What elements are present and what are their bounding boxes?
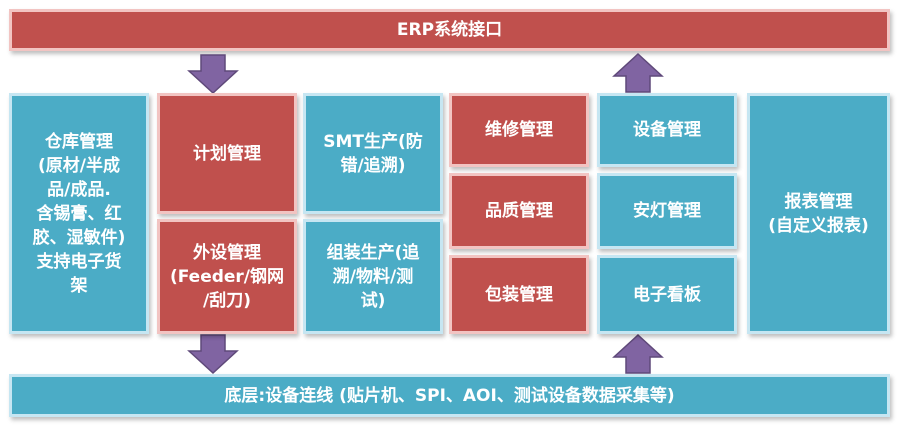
- device-connection-label: 底层:设备连线 (贴片机、SPI、AOI、测试设备数据采集等): [224, 385, 675, 406]
- packaging-management-label: 包装管理: [485, 284, 553, 305]
- maintenance-management-box: 维修管理: [449, 93, 589, 167]
- arrow-up-from-devices: [612, 333, 664, 374]
- planning-management-box: 计划管理: [157, 93, 297, 214]
- planning-management-label: 计划管理: [193, 143, 261, 164]
- quality-management-box: 品质管理: [449, 173, 589, 249]
- smt-production-box: SMT生产(防 错/追溯): [303, 93, 443, 214]
- erp-interface-label: ERP系统接口: [396, 20, 503, 40]
- andon-management-box: 安灯管理: [597, 173, 737, 249]
- report-management-label: 报表管理 (自定义报表): [768, 191, 869, 236]
- assembly-production-label: 组装生产(追 溯/物料/测 试): [326, 242, 420, 311]
- smt-production-label: SMT生产(防 错/追溯): [323, 131, 423, 176]
- arrow-down-from-erp: [187, 54, 239, 95]
- erp-interface-bar: ERP系统接口: [9, 9, 890, 51]
- warehouse-management-label: 仓库管理 (原材/半成 品/成品. 含锡膏、红 胶、湿敏件) 支持电子货 架: [32, 131, 126, 296]
- arrow-down-to-devices: [187, 334, 239, 375]
- peripheral-management-label: 外设管理 (Feeder/钢网 /刮刀): [169, 242, 285, 311]
- packaging-management-box: 包装管理: [449, 255, 589, 334]
- maintenance-management-label: 维修管理: [485, 120, 553, 140]
- peripheral-management-box: 外设管理 (Feeder/钢网 /刮刀): [157, 219, 297, 334]
- equipment-management-label: 设备管理: [633, 120, 701, 140]
- device-connection-bar: 底层:设备连线 (贴片机、SPI、AOI、测试设备数据采集等): [9, 374, 890, 417]
- assembly-production-box: 组装生产(追 溯/物料/测 试): [303, 219, 443, 334]
- andon-management-label: 安灯管理: [633, 201, 701, 221]
- warehouse-management-box: 仓库管理 (原材/半成 品/成品. 含锡膏、红 胶、湿敏件) 支持电子货 架: [9, 93, 149, 334]
- quality-management-label: 品质管理: [485, 201, 553, 221]
- electronic-kanban-box: 电子看板: [597, 255, 737, 334]
- report-management-box: 报表管理 (自定义报表): [747, 93, 890, 334]
- electronic-kanban-label: 电子看板: [633, 284, 701, 305]
- equipment-management-box: 设备管理: [597, 93, 737, 167]
- arrow-up-to-erp: [612, 52, 664, 93]
